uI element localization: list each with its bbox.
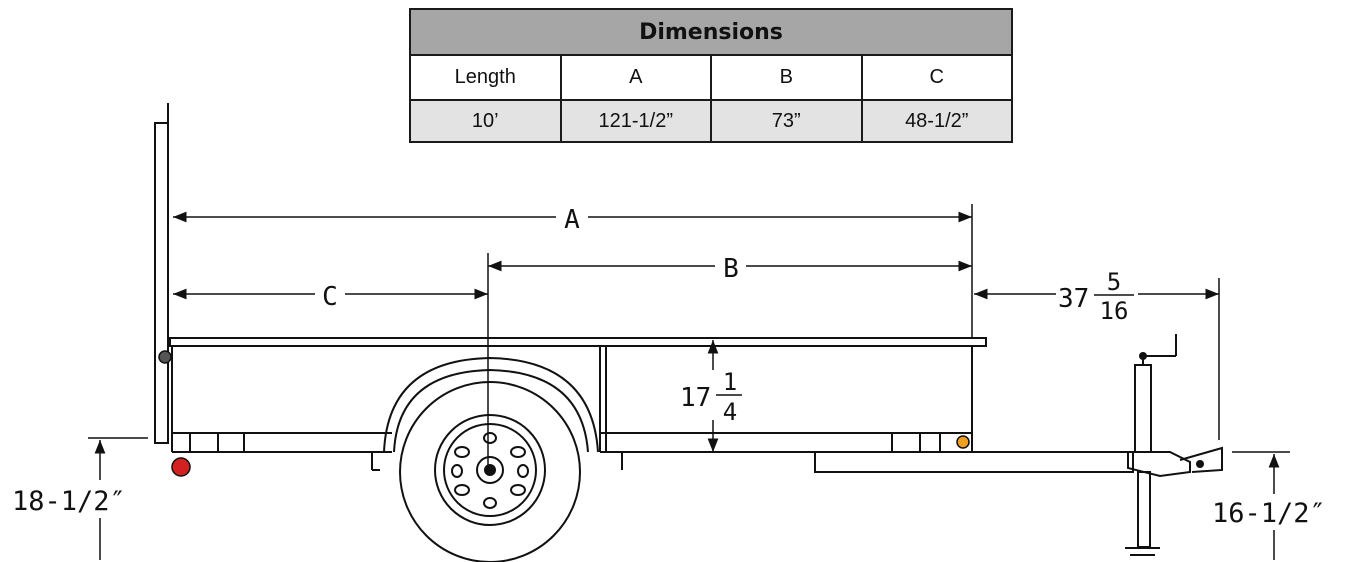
dimension-coupler-height-label: 16-1/2″ [1212, 498, 1326, 529]
dimension-b [487, 253, 972, 470]
dimension-side-numerator: 1 [723, 368, 737, 396]
dimension-tongue-numerator: 5 [1107, 268, 1121, 296]
header-length: Length [409, 54, 562, 101]
wheel [399, 381, 581, 562]
header-a: A [559, 54, 712, 101]
dimension-a [173, 204, 973, 338]
tail-light [171, 457, 191, 477]
coupler-ball [1196, 460, 1204, 468]
marker-light [956, 435, 970, 449]
header-b: B [710, 54, 863, 101]
tailgate [154, 103, 169, 444]
trailer-side-panel [171, 346, 973, 471]
header-c: C [860, 54, 1013, 101]
dimensions-table: Dimensions Length A B C 10’ 121-1/2” 73”… [409, 8, 1013, 143]
value-length: 10’ [409, 99, 562, 143]
tongue-jack [1125, 334, 1177, 556]
gate-latch-icon [158, 350, 172, 364]
value-b: 73” [710, 99, 863, 143]
dimension-side-height [707, 340, 742, 452]
dimension-side-whole: 17 [680, 383, 711, 413]
dimension-rear-height [88, 437, 148, 560]
value-a: 121-1/2” [559, 99, 712, 143]
trailer-top-rail [169, 337, 987, 347]
dimension-tongue-denominator: 16 [1100, 297, 1129, 325]
trailer-tongue [814, 446, 1223, 478]
dimension-tongue [974, 278, 1220, 440]
dimension-a-label: A [564, 205, 580, 235]
dimension-c-label: C [322, 282, 338, 312]
dimension-tongue-whole: 37 [1058, 284, 1089, 314]
fender [383, 356, 599, 453]
dimension-rear-height-label: 18-1/2″ [12, 486, 126, 517]
table-title: Dimensions [409, 8, 1013, 56]
value-c: 48-1/2” [860, 99, 1013, 143]
dimension-coupler-height [1232, 451, 1290, 560]
jack-handle-knob [1139, 352, 1147, 360]
table-header-row: Length A B C [409, 54, 1013, 101]
table-row: 10’ 121-1/2” 73” 48-1/2” [409, 99, 1013, 143]
dimension-side-denominator: 4 [723, 398, 737, 426]
dimension-b-label: B [723, 254, 739, 284]
